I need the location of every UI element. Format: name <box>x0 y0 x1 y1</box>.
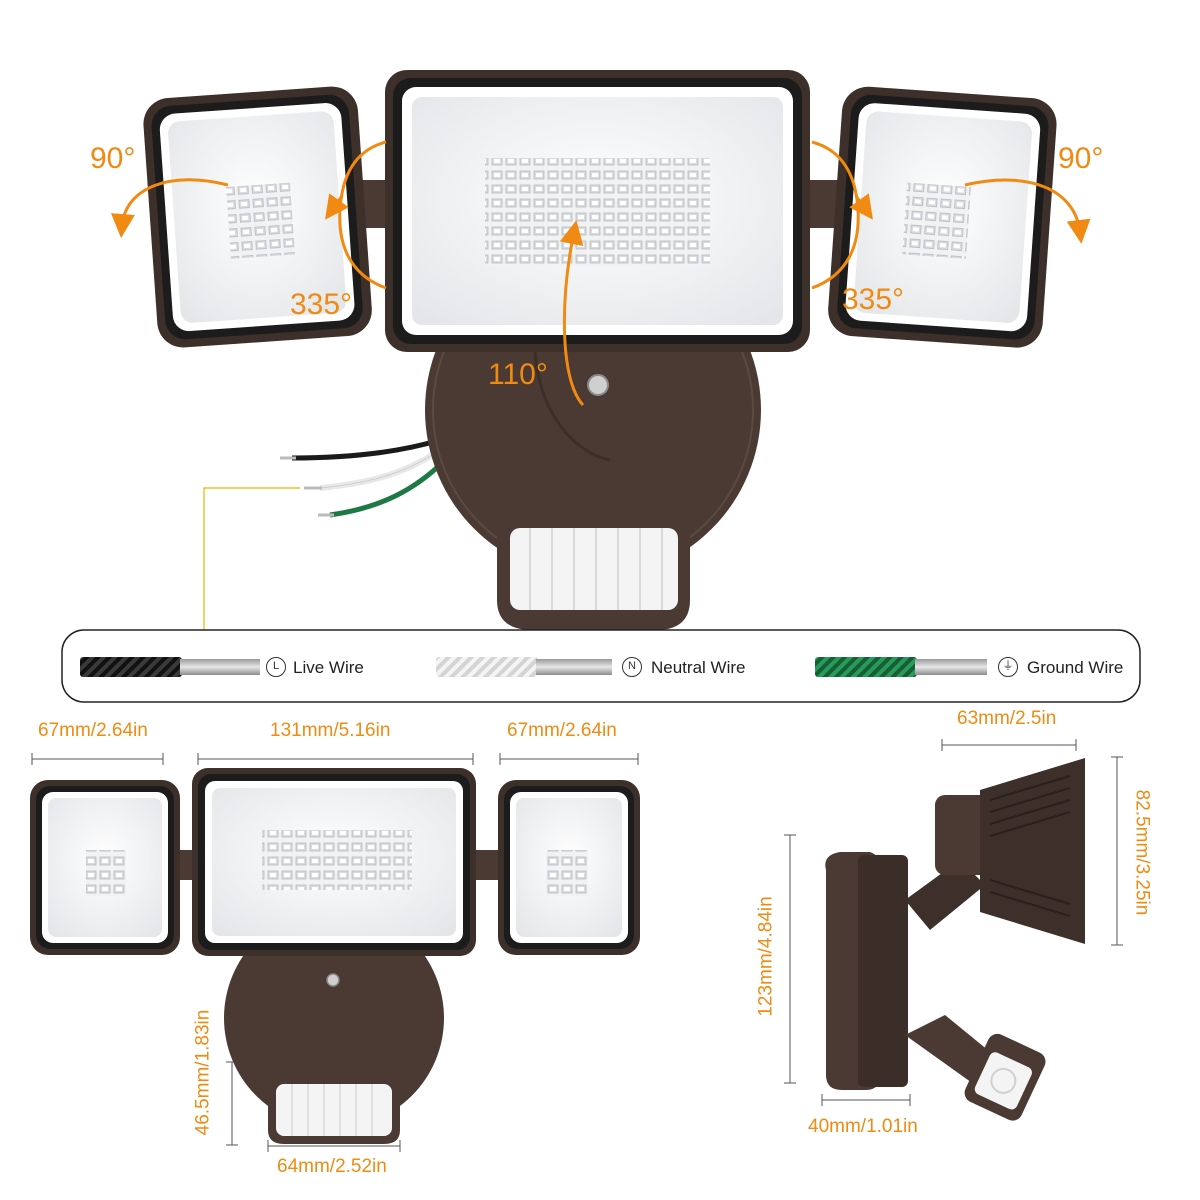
front-view <box>30 753 640 1152</box>
right-head-width-label: 67mm/2.64in <box>507 720 617 741</box>
side-head-height-label: 82.5mm/3.25in <box>1131 789 1153 916</box>
center-head-width-label: 131mm/5.16in <box>270 720 391 741</box>
sensor-height-label: 46.5mm/1.83in <box>192 1009 214 1136</box>
sensor-width-label: 64mm/2.52in <box>277 1156 387 1177</box>
right-head-tilt-angle: 90° <box>1058 142 1104 175</box>
side-mount-height-label: 123mm/4.84in <box>755 896 777 1017</box>
center-head-tilt-angle: 110° <box>488 358 548 391</box>
left-head-width-label: 67mm/2.64in <box>38 720 148 741</box>
neutral-wire-swatch <box>436 657 538 677</box>
live-wire-symbol: L <box>266 657 286 677</box>
ground-wire-swatch <box>815 657 917 677</box>
right-head-rotate-angle: 335° <box>842 283 905 316</box>
side-view <box>784 739 1123 1121</box>
ground-wire-label: Ground Wire <box>1027 658 1124 677</box>
left-head-rotate-angle: 335° <box>290 288 353 321</box>
ground-wire-symbol: ⏚ <box>998 657 1018 677</box>
live-wire-label: Live Wire <box>293 658 364 677</box>
live-wire-swatch <box>80 657 182 677</box>
neutral-wire-symbol: N <box>622 657 642 677</box>
neutral-wire-label: Neutral Wire <box>651 658 746 677</box>
side-base-depth-label: 40mm/1.01in <box>808 1116 918 1137</box>
side-depth-label: 63mm/2.5in <box>957 708 1057 729</box>
wire-legend-box <box>61 629 1141 703</box>
left-head-tilt-angle: 90° <box>90 142 136 175</box>
top-fixture <box>110 70 1091 630</box>
